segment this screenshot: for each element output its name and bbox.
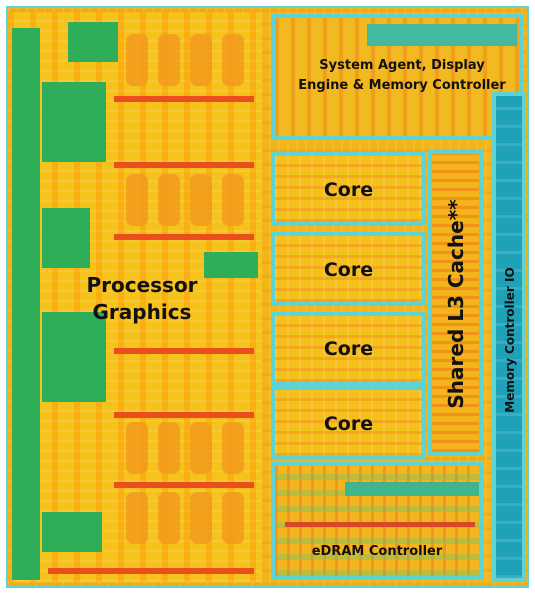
graphics-stripe	[114, 482, 254, 488]
system-agent-label: System Agent, Display Engine & Memory Co…	[298, 58, 506, 93]
graphics-eu-cell	[158, 492, 180, 544]
graphics-eu-cell	[126, 34, 148, 86]
graphics-eu-cell	[126, 492, 148, 544]
graphics-stripe	[114, 412, 254, 418]
graphics-green-area	[42, 512, 102, 552]
core-label-1: Core	[323, 179, 374, 201]
edram-red-strip	[285, 522, 475, 527]
core-block-4	[271, 386, 426, 460]
graphics-green-area	[42, 82, 106, 162]
graphics-eu-cell	[126, 422, 148, 474]
graphics-stripe	[114, 162, 254, 168]
system-agent-block	[271, 14, 523, 140]
graphics-green-column	[12, 28, 40, 580]
graphics-eu-cell	[190, 422, 212, 474]
core-block-1	[271, 152, 426, 226]
graphics-eu-cell	[222, 422, 244, 474]
core-label-3: Core	[323, 338, 374, 360]
graphics-eu-cell	[190, 174, 212, 226]
edram-green-strip	[345, 482, 479, 496]
graphics-green-area	[204, 252, 258, 278]
core-label-4: Core	[323, 413, 374, 435]
graphics-eu-cell	[222, 174, 244, 226]
graphics-eu-cell	[222, 492, 244, 544]
edram-controller-label: eDRAM Controller	[311, 544, 443, 559]
graphics-green-area	[68, 22, 118, 62]
graphics-eu-cell	[126, 174, 148, 226]
graphics-eu-cell	[190, 34, 212, 86]
system-agent-green-strip	[367, 24, 517, 46]
graphics-green-area	[42, 208, 90, 268]
graphics-stripe	[114, 348, 254, 354]
graphics-eu-cell	[190, 492, 212, 544]
memory-controller-io-block	[492, 92, 526, 582]
graphics-eu-cell	[158, 34, 180, 86]
graphics-eu-cell	[158, 174, 180, 226]
core-block-3	[271, 312, 426, 386]
processor-graphics-block	[8, 12, 262, 582]
graphics-stripe	[114, 96, 254, 102]
processor-graphics-label: Processor Graphics	[86, 273, 198, 324]
graphics-green-area	[42, 312, 106, 402]
graphics-eu-cell	[158, 422, 180, 474]
graphics-eu-cell	[222, 34, 244, 86]
edram-controller-block	[271, 462, 483, 580]
core-block-2	[271, 232, 426, 306]
graphics-stripe	[48, 568, 254, 574]
graphics-stripe	[114, 234, 254, 240]
memory-controller-io-label: Memory Controller IO	[503, 267, 517, 413]
l3-cache-label: Shared L3 Cache**	[444, 199, 468, 409]
core-label-2: Core	[323, 259, 374, 281]
l3-cache-block	[428, 150, 483, 456]
